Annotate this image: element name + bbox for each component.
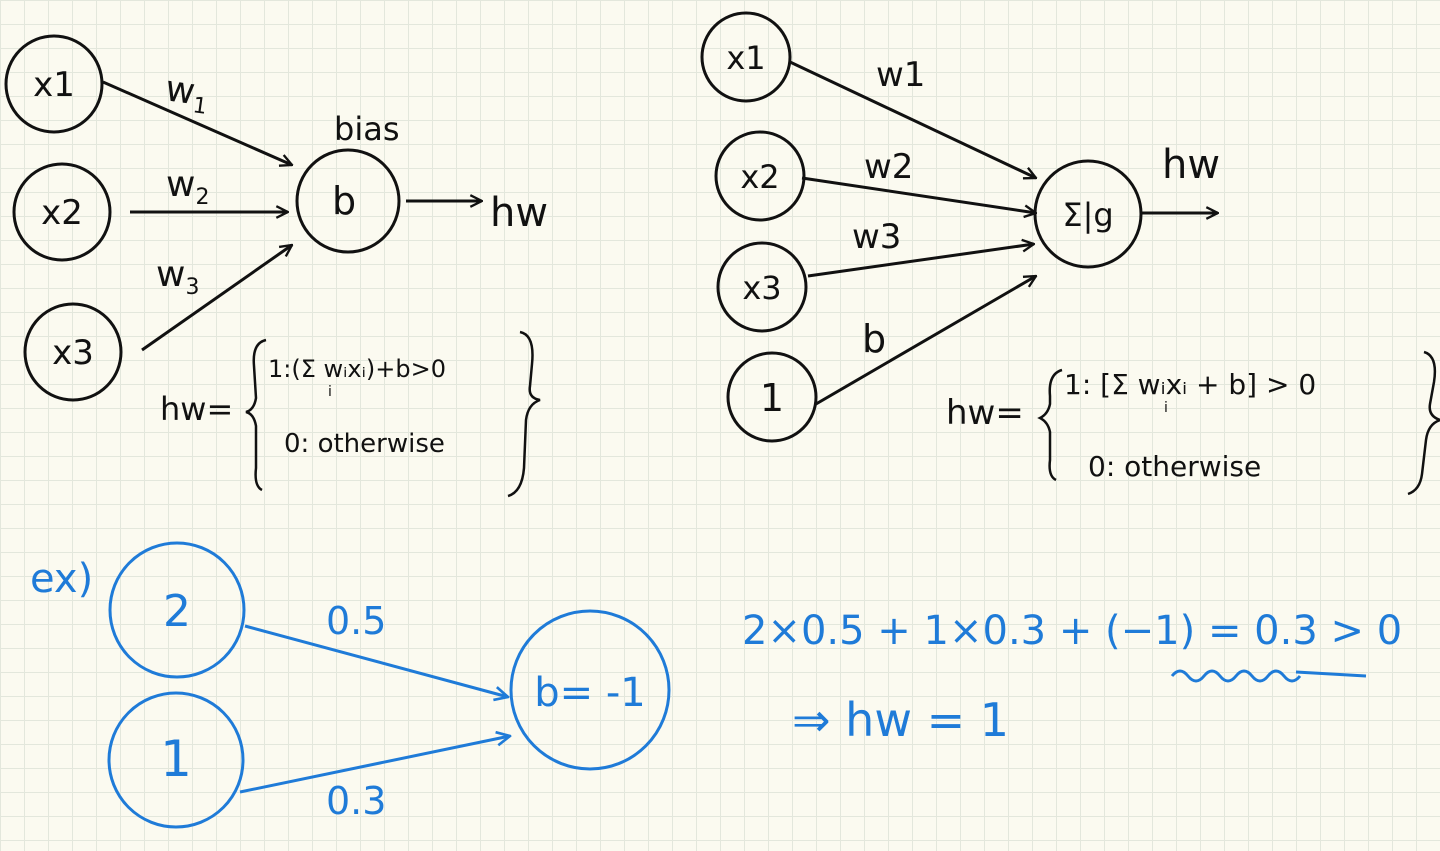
calc-underline: [1170, 669, 1367, 683]
node-b-x1: [700, 11, 792, 103]
node-b-one-label: 1: [760, 376, 784, 420]
weight-ex-bottom: 0.3: [326, 779, 386, 823]
edge-ex-top: [244, 624, 508, 697]
formula-b-sum-index: i: [1164, 400, 1168, 416]
formula-brace-left: [245, 338, 267, 492]
diagram-b-labels: x1 x2 x3 1 Σ|g w1 w2 w3 b hw hw= 1: [Σ w…: [726, 39, 1316, 483]
weight-w2: w2: [166, 164, 209, 210]
edge-x1-b: [102, 80, 292, 165]
weight-b-w1: w1: [876, 55, 925, 95]
edge-b-x2-sum: [801, 176, 1036, 213]
edge-b-x3-sum: [807, 244, 1034, 278]
node-ex-out-label: b= -1: [534, 670, 646, 716]
node-ex-in2: [107, 691, 245, 829]
node-b-x1-label: x1: [726, 39, 765, 77]
formula-lhs: hw=: [160, 390, 233, 428]
formula-b-case-2: 0: otherwise: [1088, 450, 1261, 483]
example-labels: ex) 2 1 b= -1 0.5 0.3 2×0.5 + 1×0.3 + (−…: [30, 556, 1402, 823]
formula-case-2: 0: otherwise: [284, 429, 445, 459]
bias-label: bias: [334, 110, 399, 148]
formula-b-brace-right: [1407, 350, 1440, 496]
node-x2: [12, 162, 112, 262]
node-b-label: b: [332, 179, 356, 223]
example-result: ⇒ hw = 1: [792, 693, 1009, 747]
node-b-sum-label: Σ|g: [1062, 196, 1113, 234]
node-ex-in2-label: 1: [160, 730, 192, 788]
formula-brace-right: [507, 330, 541, 498]
node-b-one: [726, 351, 818, 443]
node-ex-in1-label: 2: [163, 586, 191, 637]
diagram-a-labels: x1 x2 x3 b w1 w2 w3 bias hw hw= 1:(Σ wᵢx…: [33, 65, 548, 459]
node-b-x3: [716, 241, 808, 333]
formula-b-brace-left: [1037, 368, 1063, 482]
node-x2-label: x2: [41, 193, 83, 233]
output-b-hw-label: hw: [1162, 142, 1220, 188]
node-b-x2-label: x2: [740, 158, 779, 196]
node-b-x3-label: x3: [742, 269, 781, 307]
weight-b-w2: w2: [864, 147, 913, 187]
node-x3: [23, 302, 123, 402]
node-x1-label: x1: [33, 65, 75, 105]
example-label: ex): [30, 556, 93, 602]
edge-x3-b: [141, 245, 292, 352]
perceptron-diagram-a: [4, 34, 541, 498]
node-x3-label: x3: [52, 333, 94, 373]
weight-b-w3: w3: [852, 217, 901, 257]
formula-case-1: 1:(Σ wᵢxᵢ)+b>0: [268, 355, 446, 383]
formula-b-lhs: hw=: [946, 393, 1024, 433]
weight-w3: w3: [156, 254, 199, 300]
formula-sum-index: i: [328, 384, 332, 400]
perceptron-diagram-b: [700, 11, 1440, 496]
weight-w1: w1: [162, 68, 211, 120]
output-hw-label: hw: [490, 190, 548, 236]
node-b-x2: [714, 130, 806, 222]
formula-b-case-1: 1: [Σ wᵢxᵢ + b] > 0: [1064, 368, 1316, 401]
weight-b-bias: b: [862, 317, 886, 361]
example-diagram: [107, 541, 1367, 829]
node-x1: [4, 34, 104, 134]
node-ex-out: [509, 609, 671, 771]
weight-ex-top: 0.5: [326, 599, 386, 643]
node-ex-in1: [108, 541, 246, 679]
edge-ex-bottom: [239, 736, 510, 794]
node-b: [295, 148, 401, 254]
edge-b-x1-sum: [789, 60, 1036, 178]
example-calculation: 2×0.5 + 1×0.3 + (−1) = 0.3 > 0: [742, 608, 1402, 654]
edge-b-one-sum: [815, 276, 1036, 406]
node-b-sum: [1033, 159, 1143, 269]
